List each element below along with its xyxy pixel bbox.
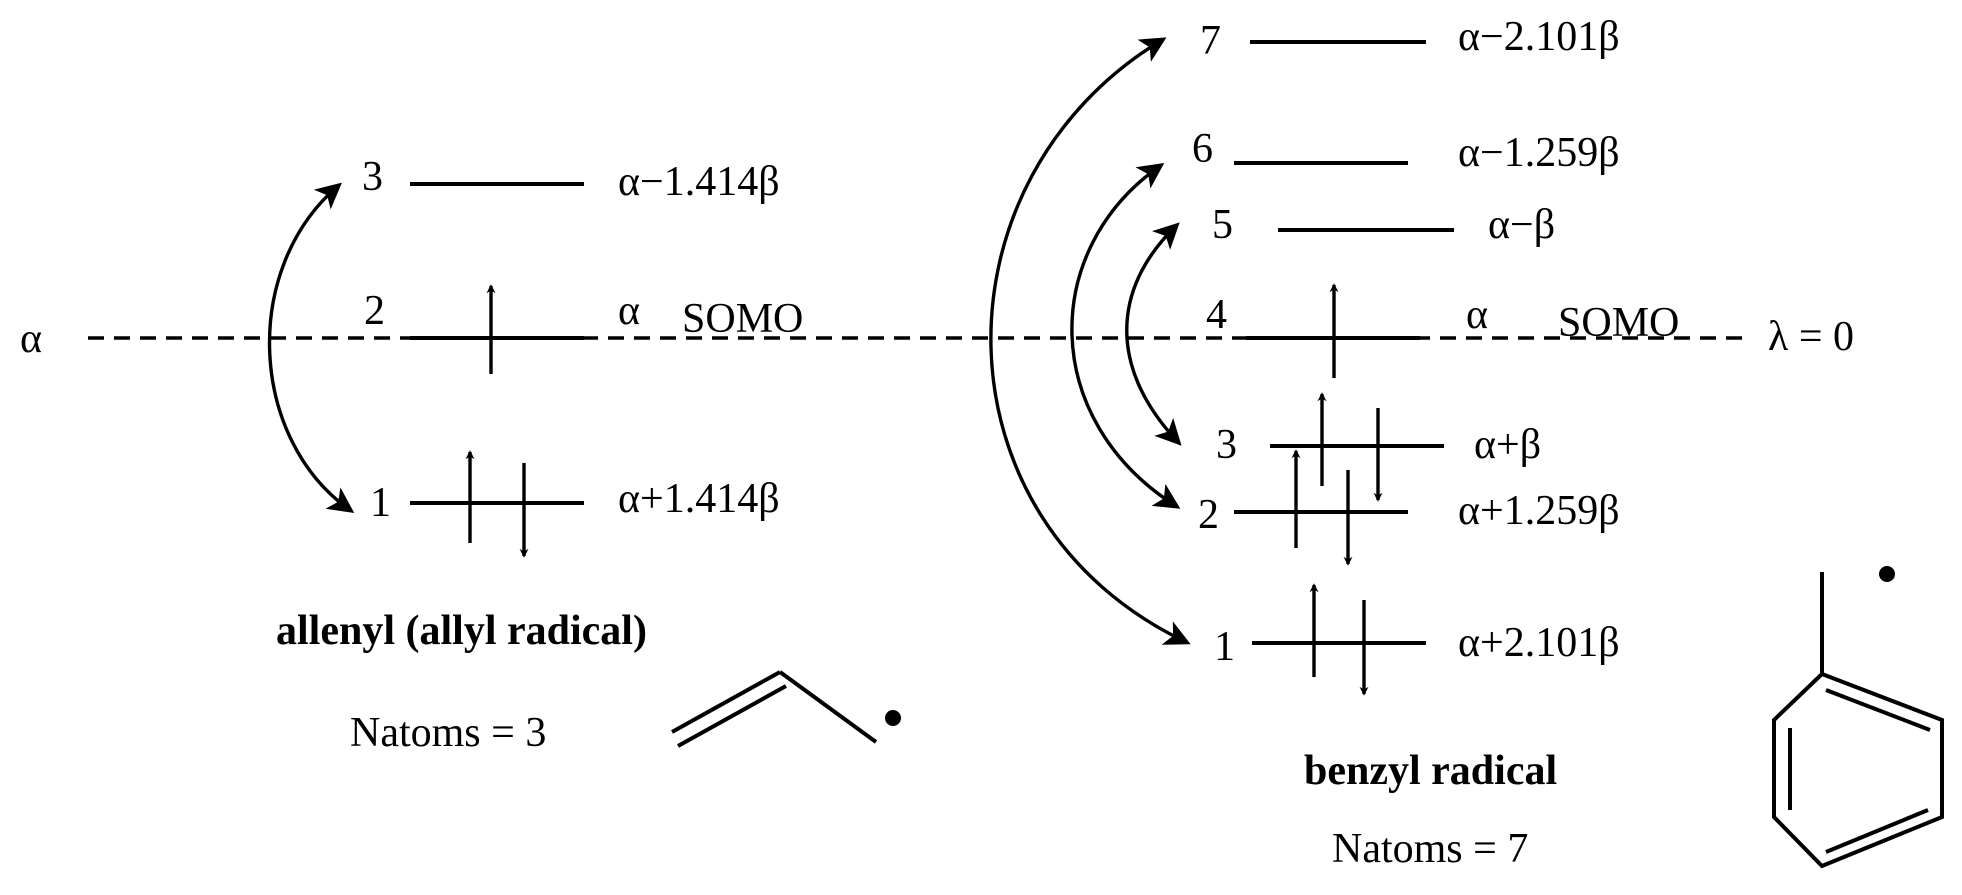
allyl-level-3-energy: α−1.414β xyxy=(618,159,780,205)
benzyl-radical-dot xyxy=(1879,566,1895,582)
benzyl-level-4-index: 4 xyxy=(1206,292,1227,338)
allyl-level-1-energy: α+1.414β xyxy=(618,476,780,522)
benzyl-level-1-energy: α+2.101β xyxy=(1458,620,1620,666)
allyl-level-3-index: 3 xyxy=(362,154,383,200)
benzyl-level-2-energy: α+1.259β xyxy=(1458,488,1620,534)
benzyl-level-6: 6 α−1.259β xyxy=(1192,126,1620,176)
allyl-pairing-arrow-1-3 xyxy=(267,182,355,513)
allyl-radical-dot xyxy=(885,710,901,726)
allyl-level-1: 1 α+1.414β xyxy=(370,450,780,558)
benzyl-level-5: 5 α−β xyxy=(1212,202,1555,248)
benzyl-level-5-energy: α−β xyxy=(1488,202,1555,248)
allyl-somo-label: SOMO xyxy=(682,296,803,342)
benzyl-level-7-index: 7 xyxy=(1200,18,1221,64)
allyl-name: allenyl (allyl radical) xyxy=(276,608,647,654)
benzyl-level-1: 1 α+2.101β xyxy=(1214,583,1620,696)
benzyl-name: benzyl radical xyxy=(1304,748,1557,794)
benzyl-level-7-energy: α−2.101β xyxy=(1458,14,1620,60)
benzyl-level-2-index: 2 xyxy=(1198,492,1219,538)
alpha-left-label: α xyxy=(20,316,42,362)
benzyl-level-3-index: 3 xyxy=(1216,422,1237,468)
allyl-structure xyxy=(671,670,901,748)
benzyl-level-7: 7 α−2.101β xyxy=(1200,14,1620,64)
benzyl-level-4-energy: α xyxy=(1466,292,1488,338)
benzyl-pairing-arrow-1-7 xyxy=(989,37,1191,645)
alpha-reference: α λ = 0 xyxy=(20,314,1854,362)
allyl-diagram: 3 α−1.414β 2 α SOMO 1 α+1.414β allenyl (… xyxy=(267,154,901,756)
benzyl-level-3-energy: α+β xyxy=(1474,422,1541,468)
benzyl-level-4: 4 α SOMO xyxy=(1206,283,1679,378)
benzyl-pairing-arrow-2-6 xyxy=(1070,163,1181,509)
benzyl-diagram: 7 α−2.101β 6 α−1.259β 5 α−β 4 α SOMO 3 xyxy=(989,14,1944,872)
benzyl-pairing-arrow-3-5 xyxy=(1125,222,1182,446)
benzyl-level-6-energy: α−1.259β xyxy=(1458,130,1620,176)
benzyl-somo-label: SOMO xyxy=(1558,300,1679,346)
allyl-level-1-index: 1 xyxy=(370,480,391,526)
benzyl-structure xyxy=(1772,566,1944,869)
allyl-level-2-index: 2 xyxy=(364,288,385,334)
allyl-natoms: Natoms = 3 xyxy=(350,710,546,756)
allyl-level-2-energy: α xyxy=(618,288,640,334)
lambda-zero-label: λ = 0 xyxy=(1768,314,1854,360)
allyl-level-2: 2 α SOMO xyxy=(364,284,803,374)
benzyl-natoms: Natoms = 7 xyxy=(1332,826,1528,872)
allyl-level-3: 3 α−1.414β xyxy=(362,154,780,205)
benzyl-level-2: 2 α+1.259β xyxy=(1198,449,1620,566)
benzyl-level-6-index: 6 xyxy=(1192,126,1213,172)
benzyl-level-5-index: 5 xyxy=(1212,202,1233,248)
benzyl-level-3: 3 α+β xyxy=(1216,392,1541,502)
benzyl-level-1-index: 1 xyxy=(1214,624,1235,670)
